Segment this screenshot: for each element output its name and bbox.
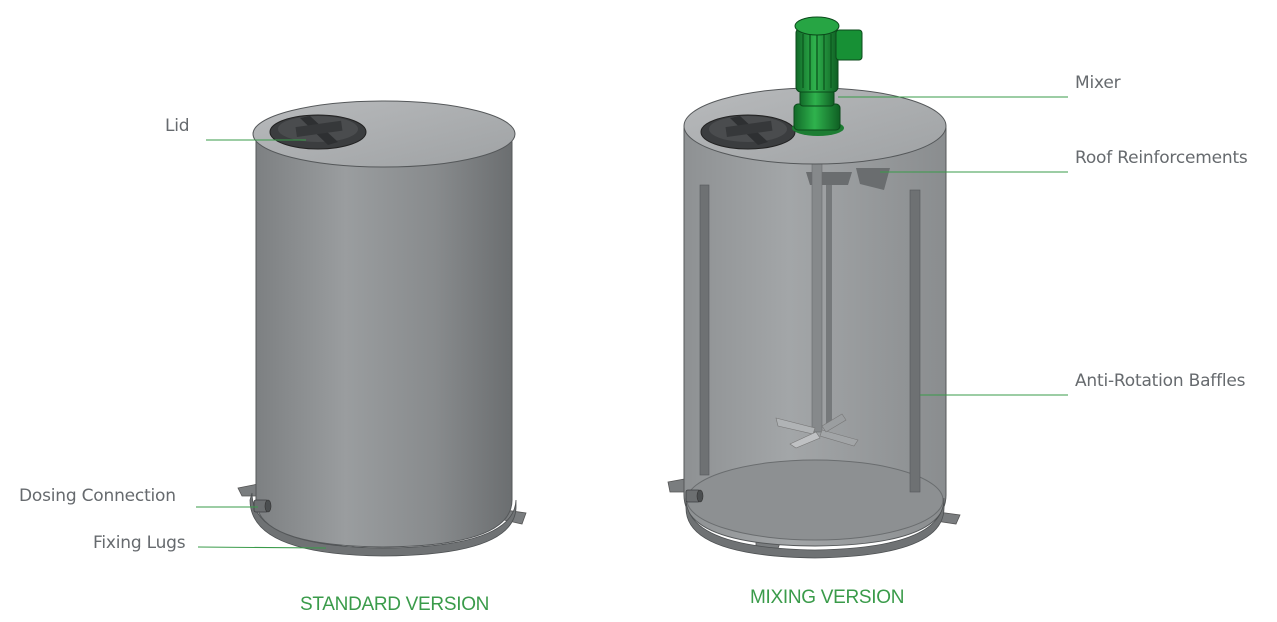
label-fixing-lugs: Fixing Lugs (93, 533, 186, 553)
label-roof-reinforcements: Roof Reinforcements (1075, 148, 1248, 168)
caption-mixing-version: MIXING VERSION (750, 587, 905, 608)
mixing-dosing-connection (685, 489, 704, 503)
leader-lines (196, 96, 1068, 549)
mixing-tank (667, 16, 961, 559)
mixer-motor (792, 16, 863, 136)
label-anti-rotation-baffles: Anti-Rotation Baffles (1075, 371, 1246, 391)
standard-lid (269, 114, 367, 150)
label-lid: Lid (165, 116, 190, 136)
mixing-lid (700, 114, 796, 150)
impeller (775, 413, 859, 449)
caption-standard-version: STANDARD VERSION (300, 594, 490, 615)
anti-rotation-baffles (699, 175, 921, 493)
dosing-connection (253, 499, 272, 513)
label-dosing-connection: Dosing Connection (19, 486, 176, 506)
leader-fixing-lugs (197, 546, 327, 549)
standard-tank (237, 100, 527, 557)
label-mixer: Mixer (1075, 73, 1121, 93)
